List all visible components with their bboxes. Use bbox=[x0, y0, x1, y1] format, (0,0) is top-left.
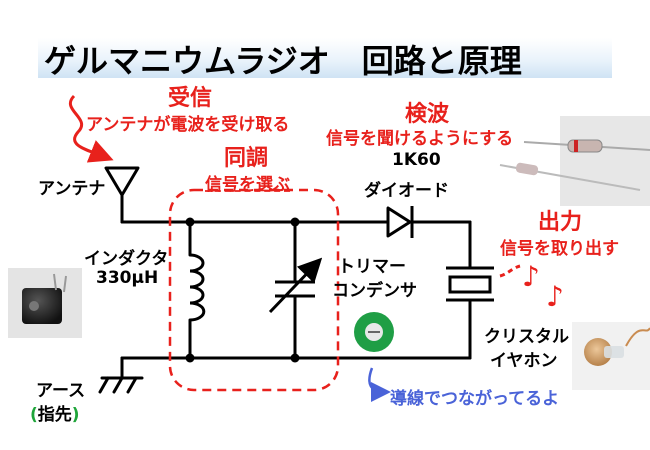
ground-label: アース bbox=[36, 381, 86, 401]
earphone-icon bbox=[446, 266, 494, 302]
diode-part-number: 1K60 bbox=[392, 150, 441, 170]
tuning-box bbox=[168, 188, 340, 392]
receive-note: アンテナが電波を受け取る bbox=[86, 115, 290, 135]
tuning-note: 信号を選ぶ bbox=[205, 175, 290, 195]
junction-dots bbox=[185, 217, 300, 363]
page-title: ゲルマニウムラジオ 回路と原理 bbox=[44, 42, 522, 80]
inductor-label: インダクタ bbox=[84, 249, 169, 269]
diode-photo bbox=[499, 116, 650, 206]
title-band bbox=[38, 38, 612, 78]
music-note-icon: ♪ bbox=[546, 280, 564, 313]
wire-pointer-arrow bbox=[368, 367, 391, 402]
trimmer-label-line1: トリマー bbox=[338, 257, 406, 277]
inductor-value: 330μH bbox=[96, 268, 159, 288]
earphone-label-line1: クリスタル bbox=[484, 327, 569, 347]
diode-label: ダイオード bbox=[364, 181, 449, 201]
detection-heading: 検波 bbox=[405, 102, 450, 127]
trimmer-label-line2: コンデンサ bbox=[332, 281, 417, 301]
trimmer-capacitor-photo bbox=[350, 306, 398, 356]
ground-note-text: 指先 bbox=[37, 405, 72, 425]
variable-capacitor-icon bbox=[268, 257, 323, 314]
receive-heading: 受信 bbox=[168, 86, 213, 111]
sound-wave-mark bbox=[499, 264, 521, 278]
ground-icon bbox=[98, 376, 144, 394]
earphone-label-line2: イヤホン bbox=[490, 351, 558, 371]
ground-note: (指先) bbox=[30, 400, 80, 425]
output-heading: 出力 bbox=[538, 210, 583, 235]
wire-note: 導線でつながってるよ bbox=[390, 389, 560, 409]
detection-note: 信号を聞けるようにする bbox=[326, 129, 514, 149]
earphone-photo bbox=[572, 322, 650, 390]
receive-arrow bbox=[68, 94, 114, 163]
inductor-photo bbox=[8, 268, 82, 338]
music-note-icon: ♪ bbox=[522, 260, 540, 293]
inductor-icon bbox=[189, 253, 206, 322]
ground-note-paren-close: ) bbox=[71, 405, 80, 425]
output-note: 信号を取り出す bbox=[500, 239, 619, 259]
tuning-heading: 同調 bbox=[224, 146, 269, 171]
antenna-label: アンテナ bbox=[38, 179, 106, 199]
antenna-icon bbox=[104, 166, 140, 197]
diode-icon bbox=[386, 206, 414, 238]
ground-note-paren-open: ( bbox=[30, 405, 38, 425]
